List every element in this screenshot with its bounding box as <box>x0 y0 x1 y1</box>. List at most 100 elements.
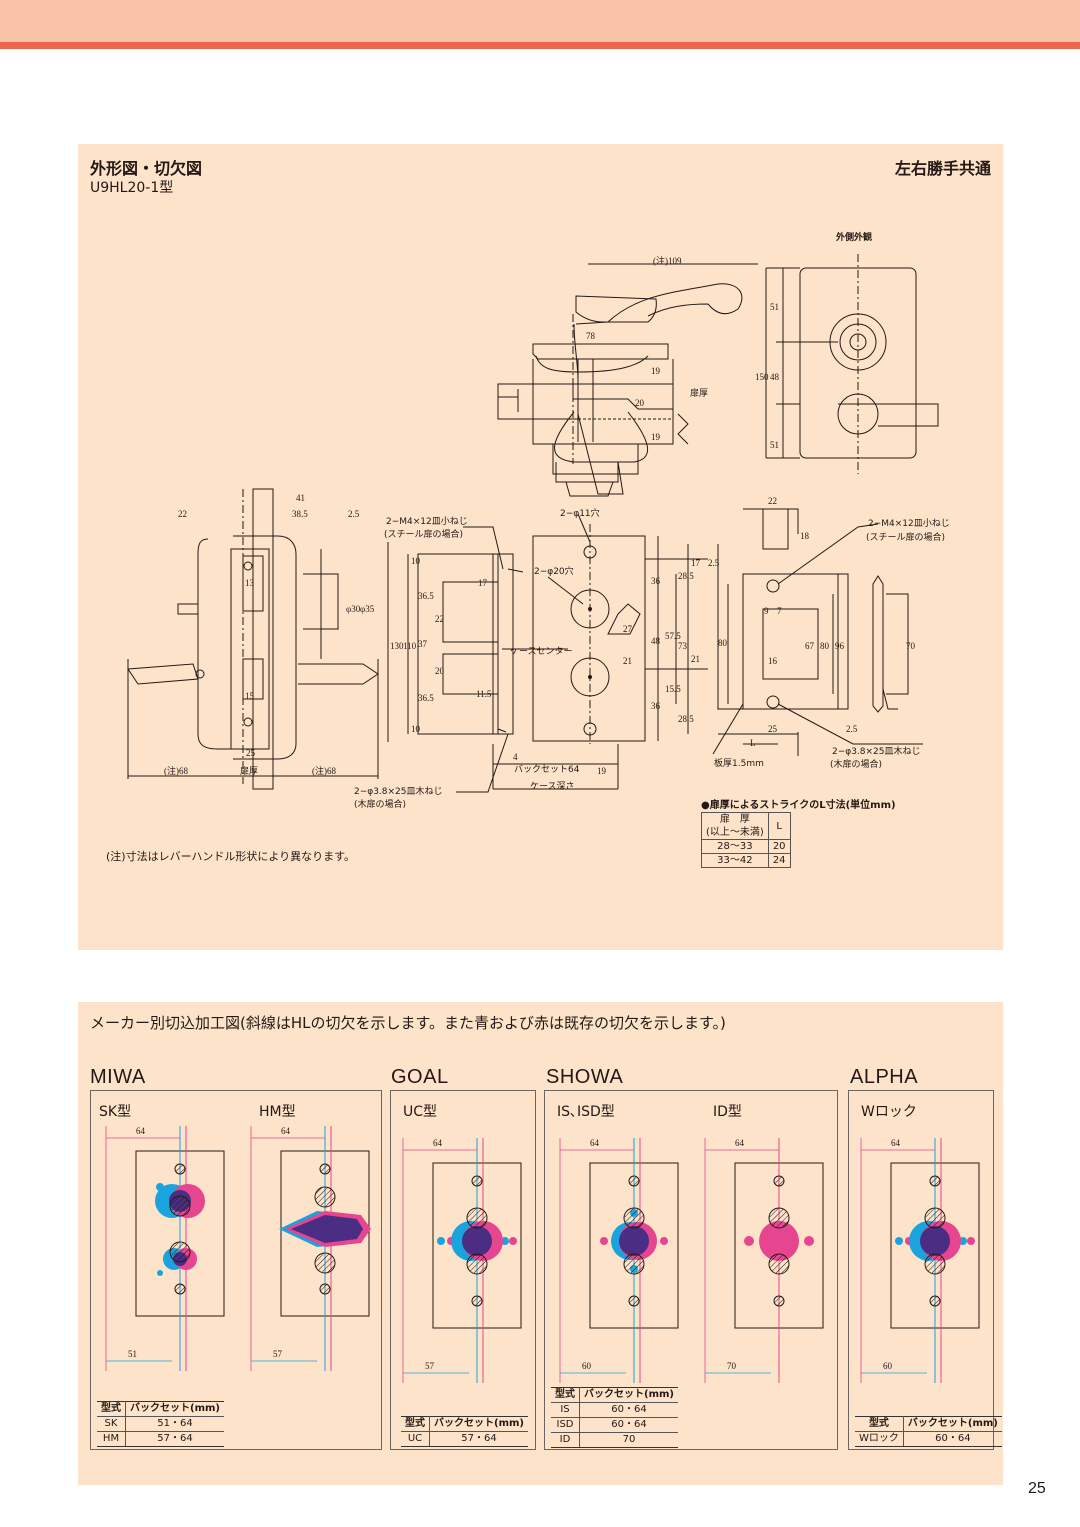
header-rule <box>0 42 1080 49</box>
strike-table-title: ●扉厚によるストライクのL寸法(単位mm) <box>701 800 896 811</box>
bottom-dimension-text: 60 <box>582 1361 592 1371</box>
maker-goal: GOAL <box>391 1066 449 1088</box>
dim-15: 15 <box>245 691 255 701</box>
hl-cutout-hole <box>924 1253 946 1275</box>
dim-17b: 17 <box>691 558 701 568</box>
dim-27: 27 <box>623 624 633 634</box>
dim-48b: 48 <box>651 636 661 646</box>
dim-16: 16 <box>768 656 778 666</box>
hl-cutout-hole <box>314 1252 336 1274</box>
dim-13: 13 <box>245 578 255 588</box>
red-small-hole <box>804 1236 814 1246</box>
dim-38-5: 38.5 <box>292 509 308 519</box>
bottom-dimension-text: 57 <box>425 1361 435 1371</box>
callout-case-center: ケースセンター <box>510 646 573 657</box>
red-existing-cutout <box>759 1221 799 1261</box>
callout-case-depth: ケース深さ <box>530 781 575 792</box>
overlap-cutout <box>291 1215 363 1243</box>
dim-57-5: 57.5 <box>665 631 681 641</box>
dim-15-5: 15.5 <box>665 684 681 694</box>
cutout-section-title: メーカー別切込加工図(斜線はHLの切欠を示します。また青および赤は既存の切欠を示… <box>90 1014 726 1032</box>
strike-header-L: L <box>767 812 791 840</box>
dim-21a: 21 <box>623 656 632 666</box>
dim-phi35: φ35 <box>360 604 375 614</box>
maker-showa: SHOWA <box>546 1066 624 1088</box>
callout-screw-wood-left: 2−φ3.8×25皿木ねじ <box>354 785 443 797</box>
header-band <box>0 0 1080 42</box>
hl-cutout-hole <box>174 1283 186 1295</box>
callout-plate-thickness: 板厚1.5mm <box>714 757 764 769</box>
red-small-hole <box>967 1237 975 1245</box>
hl-cutout-hole <box>623 1207 645 1229</box>
hl-cutout-hole <box>169 1195 191 1217</box>
hl-cutout-hole <box>929 1295 941 1307</box>
hl-cutout-hole <box>623 1253 645 1275</box>
door-thickness-side-label: 扉厚 <box>690 387 708 399</box>
dim-109: (注)109 <box>653 255 682 266</box>
page-number: 25 <box>1028 1480 1046 1497</box>
callout-screw-steel-right-sub: (スチール扉の場合) <box>866 531 945 543</box>
red-small-hole <box>600 1237 608 1245</box>
blue-small-hole <box>895 1237 903 1245</box>
dim-28-5b: 28.5 <box>678 714 694 724</box>
dim-25d: 25 <box>768 724 778 734</box>
bottom-dimension-text: 51 <box>128 1349 137 1359</box>
hl-cutout-hole <box>768 1207 790 1229</box>
blue-small-hole <box>959 1237 967 1245</box>
section-title: 外形図・切欠図 <box>90 159 203 178</box>
hl-cutout-hole <box>929 1175 941 1187</box>
dim-L: L <box>750 738 756 748</box>
dim-96: 96 <box>835 641 845 651</box>
cutout-panel: メーカー別切込加工図(斜線はHLの切欠を示します。また青および赤は既存の切欠を示… <box>78 1002 1003 1485</box>
dim-17: 17 <box>478 578 488 588</box>
dim-22c: 22 <box>768 496 777 506</box>
callout-hole20: 2−φ20穴 <box>534 565 574 577</box>
blue-small-hole <box>437 1237 445 1245</box>
dim-67: 67 <box>805 641 815 651</box>
dim-phi30: φ30 <box>346 604 361 614</box>
bottom-dimension-text: 60 <box>883 1361 893 1371</box>
callout-screw-wood-right: 2−φ3.8×25皿木ねじ <box>832 745 921 757</box>
hl-cutout-hole <box>628 1295 640 1307</box>
maker-alpha: ALPHA <box>850 1066 919 1088</box>
hl-cutout-hole <box>471 1175 483 1187</box>
mortise-case <box>417 553 514 735</box>
dim-20b: 20 <box>435 666 445 676</box>
dim-51a: 51 <box>770 302 779 312</box>
dim-80a: 80 <box>718 638 728 648</box>
technical-drawing: (注)109 78 19 20 19 扉厚 外側外観 51 48 51 150 … <box>127 231 950 810</box>
hl-cutout-hole <box>471 1295 483 1307</box>
red-small-hole <box>509 1237 517 1245</box>
callout-screw-wood-left-sub: (木扉の場合) <box>354 798 406 810</box>
dim-130: 130 <box>390 641 404 651</box>
hl-cutout-hole <box>466 1253 488 1275</box>
dim-10b: 10 <box>411 724 421 734</box>
dim-110: 110 <box>403 641 417 651</box>
bottom-dimension-text: 57 <box>273 1349 283 1359</box>
dim-19a: 19 <box>651 366 661 376</box>
dim-68a: (注)68 <box>164 765 188 776</box>
dim-19c: 19 <box>597 766 607 776</box>
dim-7: 7 <box>777 606 782 616</box>
dim-20: 20 <box>635 398 645 408</box>
dim-28-5a: 28.5 <box>678 571 694 581</box>
exterior-view-label: 外側外観 <box>835 231 872 243</box>
strike-header-door: 扉 厚(以上〜未満) <box>701 812 769 840</box>
dim-37: 37 <box>418 639 428 649</box>
outline-drawing-panel: 外形図・切欠図 U9HL20-1型 左右勝手共通 <box>78 144 1003 950</box>
